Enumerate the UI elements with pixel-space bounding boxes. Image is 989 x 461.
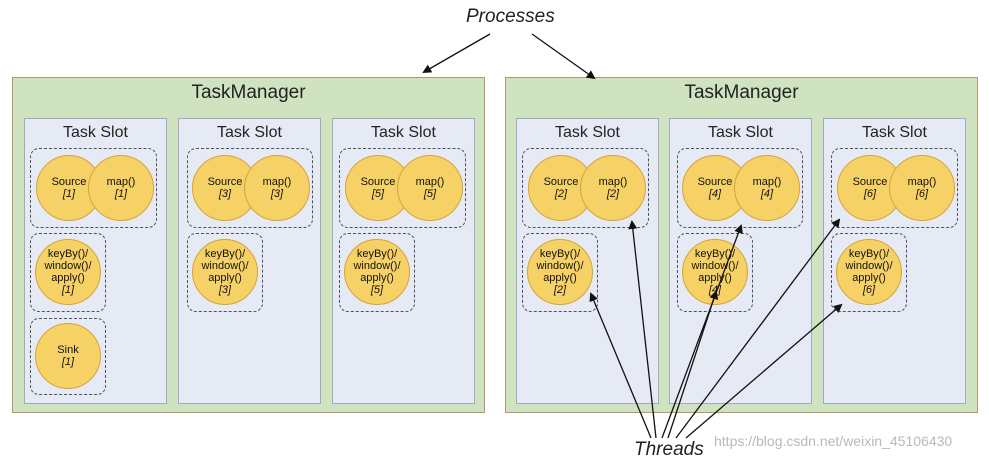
operator-index: [6]: [862, 284, 876, 296]
operator-name: map(): [598, 176, 628, 188]
operator-index: [1]: [62, 188, 76, 200]
operator-name: window()/: [845, 260, 893, 272]
thread-arrow: [685, 303, 843, 439]
map-operator: map() [2]: [580, 155, 646, 221]
operator-name: Source: [543, 176, 579, 188]
operator-name: apply(): [360, 272, 394, 284]
operator-name: Source: [360, 176, 396, 188]
window-operator-group: [30, 233, 106, 312]
task-slot-title: Task Slot: [371, 124, 436, 141]
operator-name: keyBy()/: [539, 248, 581, 260]
operator-name: Sink: [57, 344, 79, 356]
operator-chain-group: [831, 148, 958, 228]
operator-name: keyBy()/: [204, 248, 246, 260]
thread-arrow: [667, 290, 719, 439]
operator-index: [3]: [218, 284, 232, 296]
task-slot-title: Task Slot: [708, 124, 773, 141]
sink-operator-group: [30, 318, 106, 395]
operator-index: [5]: [423, 188, 437, 200]
window-operator-group: [339, 233, 415, 312]
window-operator: keyBy()/ window()/ apply() [6]: [836, 239, 902, 305]
operator-name: Source: [697, 176, 733, 188]
operator-index: [5]: [370, 284, 384, 296]
operator-index: [2]: [553, 284, 567, 296]
operator-name: Source: [852, 176, 888, 188]
operator-chain-group: [339, 148, 466, 228]
operator-name: window()/: [536, 260, 584, 272]
threads-label: Threads: [634, 439, 704, 460]
thread-arrow: [661, 224, 743, 439]
task-slot-title: Task Slot: [63, 124, 128, 141]
operator-index: [1]: [61, 284, 75, 296]
operator-name: map(): [752, 176, 782, 188]
operator-name: keyBy()/: [356, 248, 398, 260]
map-operator: map() [6]: [889, 155, 955, 221]
operator-index: [5]: [371, 188, 385, 200]
operator-name: apply(): [208, 272, 242, 284]
map-operator: map() [5]: [397, 155, 463, 221]
sink-operator: Sink [1]: [35, 323, 101, 389]
window-operator: keyBy()/ window()/ apply() [2]: [527, 239, 593, 305]
operator-index: [4]: [760, 188, 774, 200]
watermark-text: https://blog.csdn.net/weixin_45106430: [714, 433, 953, 449]
operator-index: [2]: [606, 188, 620, 200]
window-operator-group: [677, 233, 753, 312]
operator-name: keyBy()/: [47, 248, 89, 260]
operator-index: [3]: [270, 188, 284, 200]
operator-index: [1]: [114, 188, 128, 200]
window-operator-group: [187, 233, 263, 312]
operator-name: keyBy()/: [694, 248, 736, 260]
operator-name: window()/: [201, 260, 249, 272]
thread-arrow: [589, 292, 652, 439]
operator-index: [1]: [61, 356, 75, 368]
processes-label: Processes: [466, 6, 555, 27]
task-slot-title: Task Slot: [862, 124, 927, 141]
operator-name: Source: [207, 176, 243, 188]
operator-chain-group: [522, 148, 649, 228]
process-arrow: [531, 33, 596, 80]
task-slot-title: Task Slot: [217, 124, 282, 141]
operator-name: map(): [262, 176, 292, 188]
operator-name: apply(): [543, 272, 577, 284]
operator-chain-group: [187, 148, 313, 228]
map-operator: map() [1]: [88, 155, 154, 221]
source-operator: Source [6]: [837, 155, 903, 221]
process-arrow: [422, 33, 491, 73]
map-operator: map() [4]: [734, 155, 800, 221]
map-operator: map() [3]: [244, 155, 310, 221]
operator-name: apply(): [51, 272, 85, 284]
operator-index: [3]: [218, 188, 232, 200]
task-slot-title: Task Slot: [555, 124, 620, 141]
taskmanager-title: TaskManager: [684, 82, 799, 103]
operator-name: window()/: [44, 260, 92, 272]
operator-name: map(): [106, 176, 136, 188]
operator-name: apply(): [852, 272, 886, 284]
operator-name: window()/: [353, 260, 401, 272]
operator-name: map(): [907, 176, 937, 188]
operator-index: [6]: [863, 188, 877, 200]
thread-arrow: [675, 218, 841, 439]
operator-index: [6]: [915, 188, 929, 200]
operator-chain-group: [30, 148, 157, 228]
operator-name: keyBy()/: [848, 248, 890, 260]
window-operator: keyBy()/ window()/ apply() [5]: [344, 239, 410, 305]
operator-name: map(): [415, 176, 445, 188]
operator-name: Source: [51, 176, 87, 188]
window-operator-group: [522, 233, 598, 312]
window-operator: keyBy()/ window()/ apply() [3]: [192, 239, 258, 305]
thread-arrow: [628, 220, 657, 439]
operator-index: [4]: [708, 188, 722, 200]
operator-index: [2]: [554, 188, 568, 200]
window-operator-group: [831, 233, 907, 312]
taskmanager-title: TaskManager: [191, 82, 306, 103]
window-operator: keyBy()/ window()/ apply() [1]: [35, 239, 101, 305]
